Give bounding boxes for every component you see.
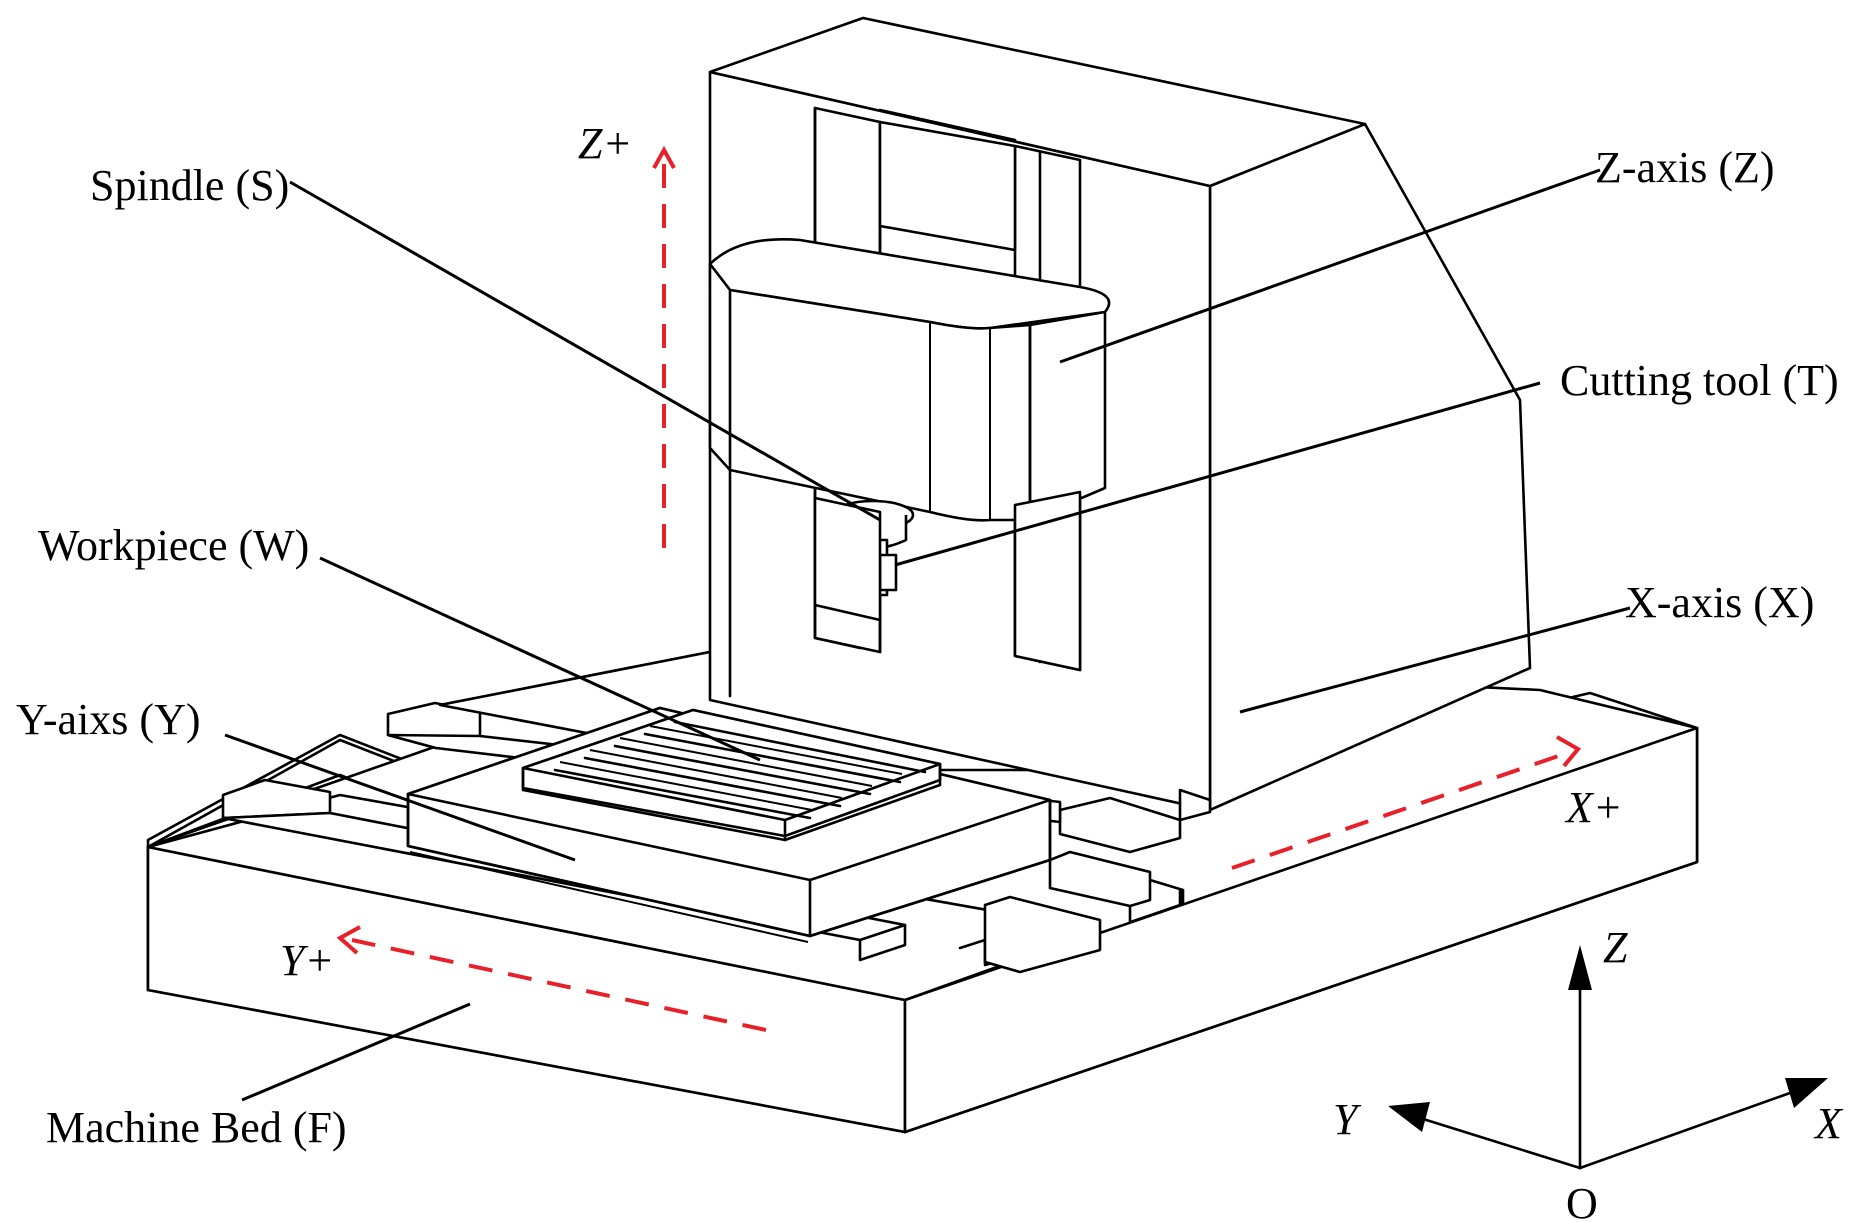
coordinate-frame [1388, 945, 1828, 1170]
frame-label-x: X [1813, 1099, 1844, 1148]
label-y-plus: Y+ [280, 936, 334, 985]
y-plus-arrowhead [336, 925, 361, 955]
frame-label-z: Z [1603, 923, 1628, 972]
frame-y-axis-line [1418, 1116, 1582, 1170]
leader-cutting-tool [894, 381, 1541, 567]
leader-x-axis [1239, 606, 1631, 714]
x-plus-arrowhead [1556, 735, 1582, 768]
label-x-plus: X+ [1564, 783, 1623, 832]
label-y-axis: Y-aixs (Y) [16, 695, 201, 744]
label-x-axis: X-axis (X) [1625, 578, 1814, 627]
label-spindle: Spindle (S) [90, 161, 289, 210]
frame-x-axis-line [1578, 1091, 1792, 1170]
y-plus-arrow [351, 938, 767, 1032]
frame-label-origin: O [1566, 1179, 1598, 1222]
leader-workpiece [319, 556, 761, 762]
label-z-axis: Z-axis (Z) [1595, 143, 1775, 192]
x-plus-arrow [1231, 750, 1571, 870]
label-z-plus: Z+ [578, 119, 632, 168]
frame-y-arrowhead [1388, 1102, 1430, 1132]
leader-y-axis [224, 733, 576, 862]
frame-z-arrowhead [1568, 945, 1592, 990]
label-workpiece: Workpiece (W) [38, 521, 309, 570]
label-cutting-tool: Cutting tool (T) [1560, 356, 1839, 405]
z-plus-arrowhead [652, 145, 676, 169]
frame-label-y: Y [1333, 1095, 1362, 1144]
leader-lines [224, 168, 1631, 1102]
leader-z-axis [1059, 168, 1601, 364]
frame-x-arrowhead [1785, 1078, 1828, 1108]
leader-spindle [289, 180, 881, 522]
label-machine-bed: Machine Bed (F) [46, 1103, 347, 1152]
motion-arrows [336, 145, 1582, 1032]
workpiece [521, 708, 942, 842]
leader-machine-bed [241, 1002, 471, 1102]
